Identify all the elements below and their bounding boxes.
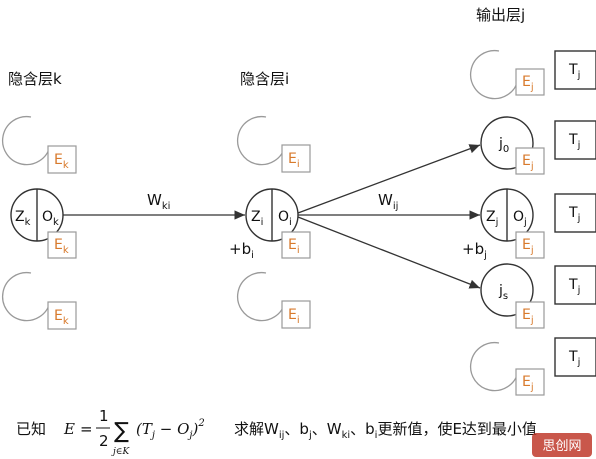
neuron-j0-label: j0 bbox=[498, 136, 509, 155]
neuron-js-label: js bbox=[498, 283, 508, 302]
neuron-k-o: Ok bbox=[42, 209, 59, 228]
ghost-neuron-j-bottom: Ej Tj bbox=[470, 337, 596, 396]
error-label: Ej bbox=[522, 153, 534, 172]
target-label: Tj bbox=[568, 277, 580, 296]
target-label: Tj bbox=[568, 62, 580, 81]
error-label: Ei bbox=[288, 237, 300, 256]
svg-text:∑: ∑ bbox=[114, 419, 129, 444]
neuron-j-o: Oj bbox=[513, 209, 527, 228]
layer-title-i: 隐含层i bbox=[240, 70, 289, 88]
svg-text:2: 2 bbox=[99, 432, 109, 450]
ghost-neuron-i-bottom: Ei bbox=[237, 271, 311, 329]
weight-label-ij: Wij bbox=[378, 191, 398, 212]
target-label: Tj bbox=[568, 205, 580, 224]
error-label: Ek bbox=[54, 237, 69, 256]
site-watermark-logo: 思创网 bbox=[532, 433, 592, 457]
layer-title-k: 隐含层k bbox=[8, 70, 62, 88]
layer-title-j: 输出层j bbox=[476, 6, 525, 24]
svg-text:(Tj − Oj)2: (Tj − Oj)2 bbox=[136, 418, 205, 441]
error-label: Ej bbox=[522, 374, 534, 393]
error-label: Ei bbox=[288, 151, 300, 170]
neuron-j-z: Zj bbox=[486, 209, 498, 228]
error-label: Ej bbox=[522, 307, 534, 326]
error-label: Ej bbox=[522, 237, 534, 256]
neuron-i-o: Oi bbox=[278, 209, 292, 228]
ghost-neuron-k-bottom: Ek bbox=[2, 271, 77, 330]
neuron-i-z: Zi bbox=[251, 209, 263, 228]
formula-suffix: 求解Wij、bj、Wki、bi更新值，使E达到最小值 bbox=[234, 420, 537, 441]
svg-text:思创网: 思创网 bbox=[542, 439, 581, 454]
target-label: Tj bbox=[568, 132, 580, 151]
ghost-neuron-k-top: Ek bbox=[2, 115, 77, 174]
svg-text:j∈K: j∈K bbox=[111, 447, 130, 457]
bias-j: +bj bbox=[462, 240, 487, 261]
error-label: Ej bbox=[522, 74, 534, 93]
weight-label-ki: Wki bbox=[147, 191, 170, 212]
edge-i-to-j0 bbox=[297, 144, 481, 214]
bias-i: +bi bbox=[229, 240, 254, 261]
neuron-i: Zi Oi Ei bbox=[245, 188, 311, 259]
edge-i-to-js bbox=[297, 216, 481, 289]
error-label: Ei bbox=[288, 307, 300, 326]
target-label: Tj bbox=[568, 349, 580, 368]
formula-line: 已知 E = 1 2 ∑ j∈K (Tj − Oj)2 求解Wij、bj、Wki… bbox=[16, 407, 537, 457]
neuron-j0: j0 Ej Tj bbox=[480, 116, 596, 175]
svg-text:=: = bbox=[80, 420, 93, 438]
svg-text:E: E bbox=[63, 420, 75, 438]
ghost-neuron-i-top: Ei bbox=[237, 115, 311, 173]
neuron-js: js Ej Tj bbox=[480, 263, 596, 329]
svg-text:1: 1 bbox=[99, 407, 109, 425]
neuron-j: Zj Oj Ej Tj bbox=[480, 188, 596, 259]
error-label: Ek bbox=[54, 152, 69, 171]
error-label: Ek bbox=[54, 308, 69, 327]
neuron-k-z: Zk bbox=[15, 209, 31, 228]
error-equation: E = 1 2 ∑ j∈K (Tj − Oj)2 bbox=[63, 407, 205, 457]
ghost-neuron-j-top: Ej Tj bbox=[470, 49, 596, 100]
formula-prefix: 已知 bbox=[16, 420, 46, 438]
neuron-k: Zk Ok Ek bbox=[10, 188, 77, 259]
